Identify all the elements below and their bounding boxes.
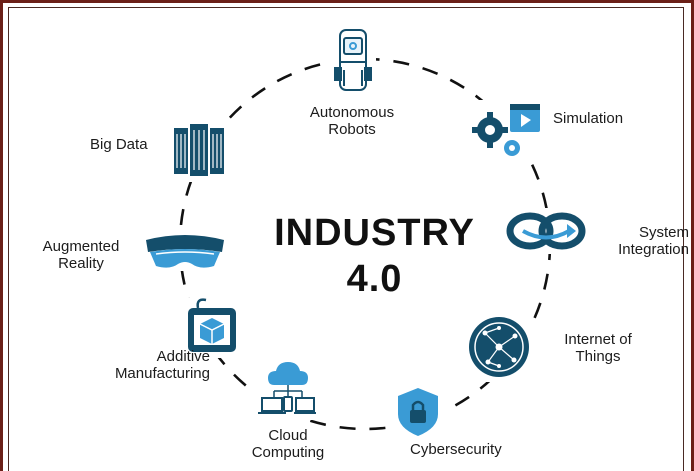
node-label-cloud-computing: Cloud Computing — [251, 427, 325, 461]
cloud-devices-icon — [258, 362, 316, 414]
node-label-system-integration: System Integration — [618, 224, 689, 258]
node-label-simulation: Simulation — [553, 110, 624, 127]
server-racks-icon — [174, 124, 224, 176]
node-label-augmented-reality: Augmented Reality — [42, 238, 120, 272]
title-line-2: 4.0 — [346, 258, 403, 300]
title-line-1: INDUSTRY — [274, 212, 475, 254]
link-arrows-icon — [506, 212, 586, 250]
ar-headset-icon — [146, 235, 224, 268]
robot-vehicle-icon — [334, 29, 372, 91]
node-label-additive-manufacturing: Additive Manufacturing — [114, 348, 210, 382]
node-label-big-data: Big Data — [90, 136, 148, 153]
3d-printer-icon — [188, 298, 236, 352]
node-label-cybersecurity: Cybersecurity — [410, 441, 502, 458]
shield-lock-icon — [398, 388, 438, 436]
center-title: INDUSTRY 4.0 — [262, 210, 487, 302]
node-label-internet-of-things: Internet of Things — [564, 331, 632, 365]
network-globe-icon — [469, 317, 529, 377]
inner-frame — [8, 7, 684, 471]
node-label-autonomous-robots: Autonomous Robots — [309, 104, 395, 138]
gears-video-icon — [472, 104, 540, 156]
